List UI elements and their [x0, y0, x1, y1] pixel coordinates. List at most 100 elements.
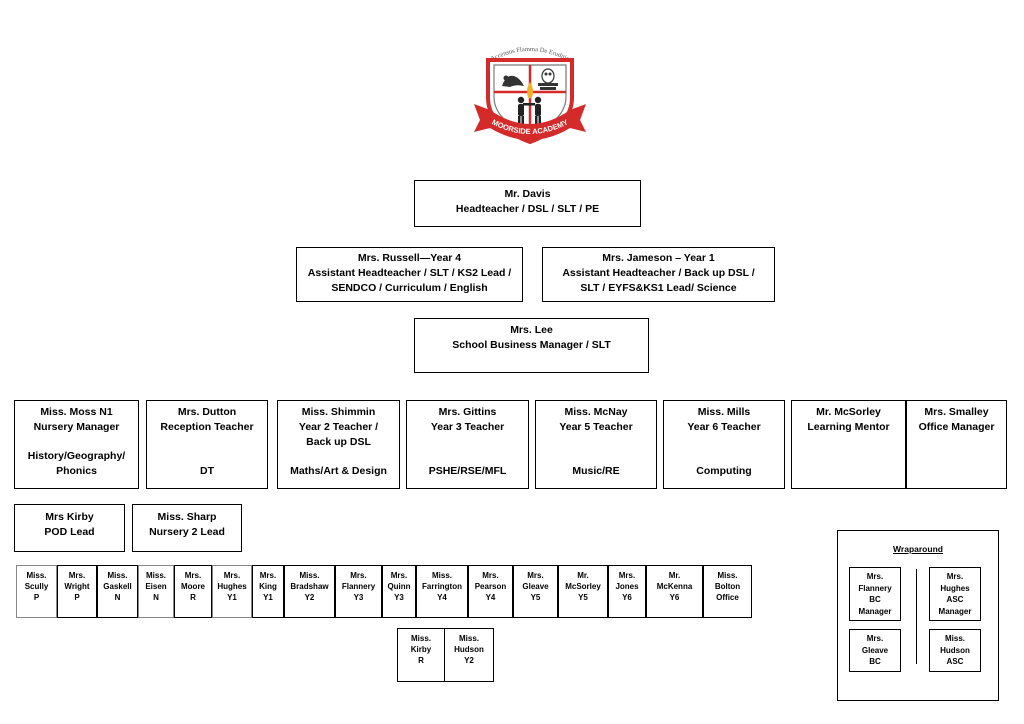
staff-line: Y1 — [227, 593, 237, 602]
wraparound-divider — [916, 569, 917, 664]
staff-line: Y5 — [578, 593, 588, 602]
teacher-subject: DT — [200, 465, 214, 477]
teacher-name: Miss. Shimmin — [301, 406, 376, 418]
assistant-head-role: SENDCO / Curriculum / English — [331, 282, 488, 294]
staff-line: Miss. — [944, 634, 965, 643]
owl-icon — [538, 68, 558, 90]
assistant-head-role: SLT / EYFS&KS1 Lead/ Science — [580, 282, 737, 294]
teacher-role: Learning Mentor — [807, 421, 890, 433]
staff-line: Pearson — [474, 582, 507, 591]
staff-line: Y1 — [263, 593, 273, 602]
staff-line: Hughes — [217, 582, 247, 591]
teacher-name: Miss. Moss N1 — [40, 406, 113, 418]
teacher-role: Nursery Manager — [33, 421, 120, 433]
teacher-name: Mrs. Dutton — [177, 406, 237, 418]
teacher-role: Year 2 Teacher / Back up DSL — [298, 421, 379, 448]
staff-line: Office — [716, 593, 739, 602]
teacher-name: Mrs. Smalley — [924, 406, 989, 418]
staff-line: Miss. — [717, 571, 738, 580]
moorside-academy-logo: Accensus Flamma De Eruditio MOORSIDE ACA… — [474, 46, 586, 145]
teacher-role: Year 5 Teacher — [559, 421, 633, 433]
staff-line: Mrs. — [350, 571, 367, 580]
business-manager-box: Mrs. Lee School Business Manager / SLT — [414, 318, 649, 373]
staff-line: Y5 — [530, 593, 541, 602]
staff-line: R — [190, 593, 196, 602]
flame-icon — [526, 82, 534, 99]
assistant-head-role: Assistant Headteacher / Back up DSL / — [562, 267, 755, 279]
staff-line: Manager — [858, 606, 892, 616]
staff-line: Mrs. — [482, 571, 499, 580]
assistant-head-box: Mrs. Russell—Year 4 Assistant Headteache… — [296, 247, 523, 302]
staff-line: Mrs. — [223, 571, 241, 580]
lead-role: Nursery 2 Lead — [149, 526, 225, 538]
staff-line: N — [153, 593, 159, 602]
teacher-name: Mrs. Gittins — [438, 406, 497, 418]
staff-line: Miss. — [107, 571, 128, 580]
staff-line: Miss. — [26, 571, 47, 580]
teacher-role: Year 6 Teacher — [687, 421, 761, 433]
staff-line: Bradshaw — [290, 582, 329, 591]
staff-line: Moore — [181, 582, 205, 591]
staff-line: Jones — [615, 582, 639, 591]
staff-line: Mrs. — [259, 571, 277, 580]
staff-line: McSorley — [565, 582, 601, 591]
staff-line: Y2 — [304, 593, 315, 602]
seal-icon — [502, 75, 524, 87]
staff-line: Y2 — [464, 656, 474, 665]
staff-line: Manager — [938, 606, 972, 616]
staff-line: BC — [869, 657, 881, 666]
headteacher-name: Mr. Davis — [504, 188, 551, 200]
staff-line: ASC — [946, 595, 964, 604]
staff-line: Miss. — [458, 634, 479, 643]
staff-line: Miss. — [299, 571, 320, 580]
staff-line: Y6 — [669, 593, 680, 602]
teacher-name: Miss. McNay — [564, 406, 628, 418]
staff-line: Flannery — [341, 582, 376, 591]
staff-line: Y6 — [622, 593, 632, 602]
staff-line: Gleave — [861, 645, 889, 655]
teacher-role: Office Manager — [918, 421, 995, 433]
teacher-name: Mr. McSorley — [816, 406, 881, 418]
staff-line: Mrs. — [866, 572, 884, 581]
assistant-head-name: Mrs. Jameson – Year 1 — [602, 252, 715, 264]
lead-box: Mrs Kirby POD Lead — [14, 504, 125, 552]
staff-line: Miss. — [431, 571, 452, 580]
lead-box: Miss. Sharp Nursery 2 Lead — [132, 504, 242, 552]
staff-line: King — [259, 582, 277, 591]
staff-line: Mrs. — [390, 571, 408, 580]
staff-line: Quinn — [387, 582, 411, 591]
staff-line: Mr. — [668, 571, 681, 580]
staff-line: P — [33, 593, 40, 602]
staff-line: Scully — [24, 582, 49, 591]
staff-line: Y3 — [394, 593, 404, 602]
teacher-subject: Maths/Art & Design — [290, 465, 387, 477]
teacher-subject: PSHE/RSE/MFL — [428, 465, 507, 477]
assistant-head-role: Assistant Headteacher / SLT / KS2 Lead / — [307, 267, 512, 279]
staff-line: Hudson — [940, 645, 970, 655]
staff-line: Bolton — [714, 582, 741, 591]
staff-line: P — [74, 593, 80, 602]
staff-line: Mrs. — [184, 571, 202, 580]
staff-line: Mrs. — [866, 634, 884, 643]
